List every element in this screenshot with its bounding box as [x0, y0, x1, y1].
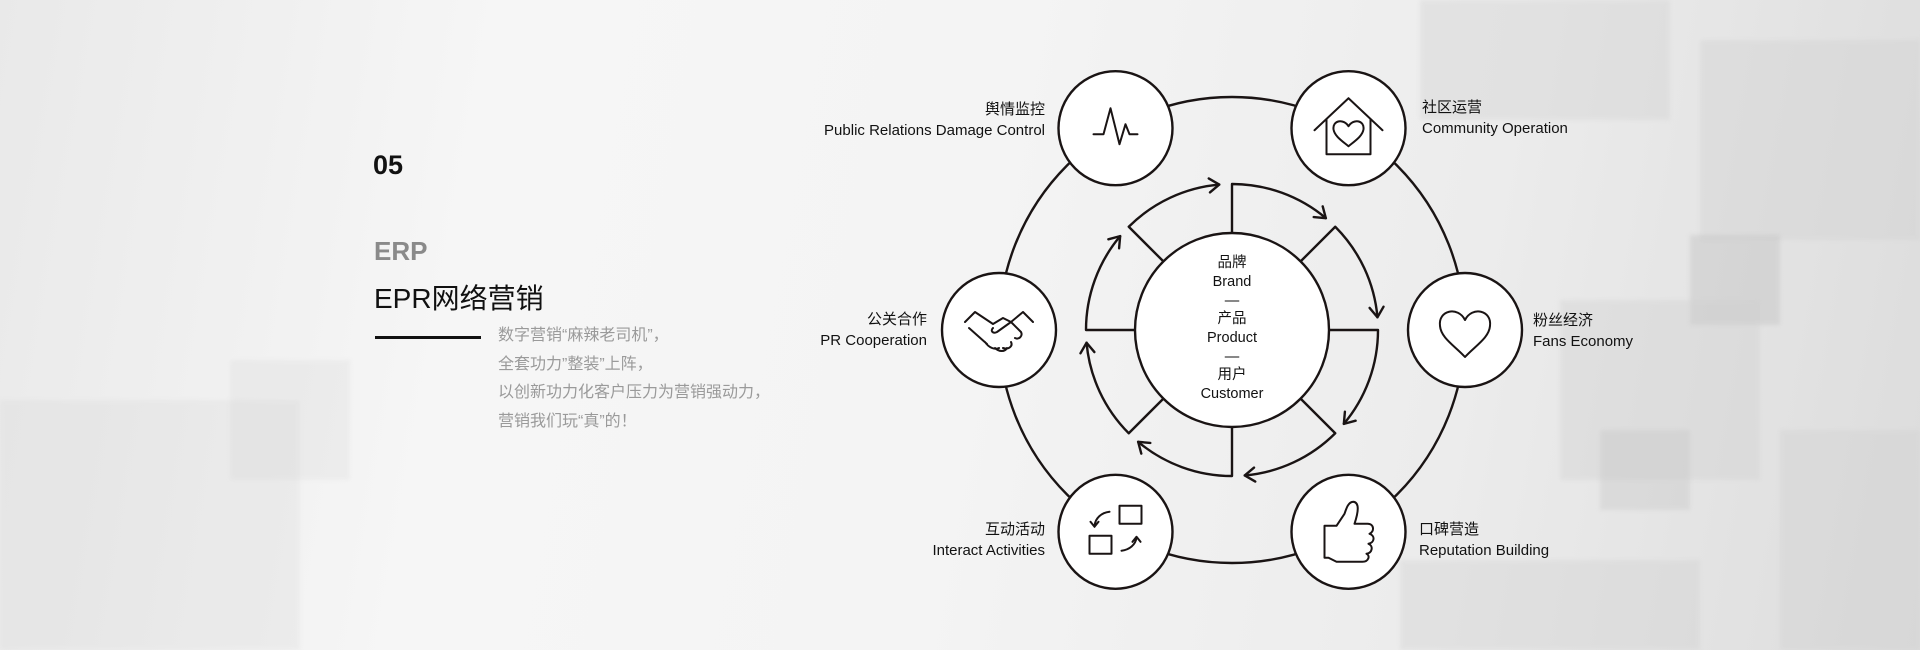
- label-en: Interact Activities: [932, 542, 1045, 559]
- label-zh: 互动活动: [984, 521, 1045, 538]
- node-3: [1290, 473, 1407, 590]
- label-en: Public Relations Damage Control: [824, 122, 1045, 139]
- label-en: Fans Economy: [1533, 333, 1634, 350]
- cycle-arrow: [1327, 328, 1380, 426]
- brand-zh: 品牌: [1217, 255, 1247, 271]
- divider: [375, 336, 481, 339]
- cycle-arrow: [1299, 225, 1379, 319]
- node-label-pr-cooperation: 公关合作 PR Cooperation: [820, 309, 927, 351]
- node-label-fans-economy: 粉丝经济 Fans Economy: [1533, 310, 1633, 352]
- label-en: Community Operation: [1422, 120, 1568, 137]
- arrowhead: [1107, 234, 1122, 250]
- label-zh: 公关合作: [866, 311, 927, 328]
- section-number: 05: [373, 150, 404, 180]
- description: 数字营销“麻辣老司机”， 全套功力”整装”上阵， 以创新功力化客户压力为营销强动…: [498, 322, 770, 436]
- node-4: [1057, 473, 1174, 590]
- arrowhead: [1079, 341, 1096, 355]
- node-label-reputation-building: 口碑营造 Reputation Building: [1419, 519, 1549, 561]
- cycle-arrow: [1136, 425, 1234, 478]
- arrowhead: [1136, 440, 1152, 455]
- label-zh: 粉丝经济: [1533, 312, 1594, 329]
- cycle-arrow: [1084, 234, 1137, 332]
- label-zh: 舆情监控: [984, 101, 1045, 118]
- brand-en: Brand: [1212, 274, 1252, 290]
- label-zh: 社区运营: [1422, 99, 1483, 116]
- section-subtitle: ERP: [374, 236, 428, 266]
- node-circle: [1057, 473, 1174, 590]
- customer-en: Customer: [1200, 386, 1264, 402]
- node-label-community-operation: 社区运营 Community Operation: [1422, 97, 1568, 139]
- cycle-arrow: [1127, 183, 1221, 263]
- node-label-interact-activities: 互动活动 Interact Activities: [932, 519, 1045, 561]
- description-line: 全套功力”整装”上阵，: [498, 355, 653, 373]
- description-line: 数字营销“麻辣老司机”，: [498, 327, 669, 344]
- arrowhead: [1243, 466, 1257, 483]
- arrowhead: [1207, 177, 1221, 194]
- arrowhead: [1342, 410, 1357, 426]
- node-circle: [1290, 473, 1407, 590]
- node-2: [1406, 271, 1524, 389]
- cycle-arrow: [1085, 341, 1165, 435]
- customer-zh: 用户: [1217, 367, 1247, 383]
- node-0: [1057, 70, 1174, 187]
- node-circle: [1290, 70, 1407, 187]
- description-line: 营销我们玩“真”的！: [498, 412, 637, 430]
- label-zh: 口碑营造: [1419, 521, 1480, 538]
- label-en: Reputation Building: [1419, 542, 1550, 559]
- cycle-arrow: [1230, 182, 1328, 235]
- product-zh: 产品: [1217, 311, 1247, 327]
- separator: —: [1224, 293, 1240, 309]
- thumbs-up-icon: [1323, 500, 1375, 563]
- handshake-icon: [964, 311, 1034, 352]
- center-circle: [1133, 231, 1331, 429]
- center-label: 品牌 Brand — 产品 Product — 用户 Customer: [1182, 254, 1282, 404]
- node-5: [940, 271, 1058, 389]
- cycle-arrow: [1243, 397, 1337, 477]
- node-1: [1290, 70, 1407, 187]
- section-title: EPR网络营销: [374, 283, 544, 314]
- exchange-icon: [1088, 504, 1143, 555]
- node-circle: [1406, 271, 1524, 389]
- description-line: 以创新功力化客户压力为营销强动力，: [498, 384, 771, 401]
- node-label-pr-damage-control: 舆情监控 Public Relations Damage Control: [824, 99, 1045, 141]
- heart-icon: [1438, 310, 1492, 358]
- product-en: Product: [1207, 330, 1257, 346]
- arrowhead: [1368, 305, 1385, 319]
- house-heart-icon: [1313, 97, 1384, 156]
- separator: —: [1224, 349, 1240, 365]
- label-en: PR Cooperation: [820, 332, 927, 349]
- pulse-icon: [1092, 107, 1139, 146]
- arrowhead: [1312, 205, 1328, 220]
